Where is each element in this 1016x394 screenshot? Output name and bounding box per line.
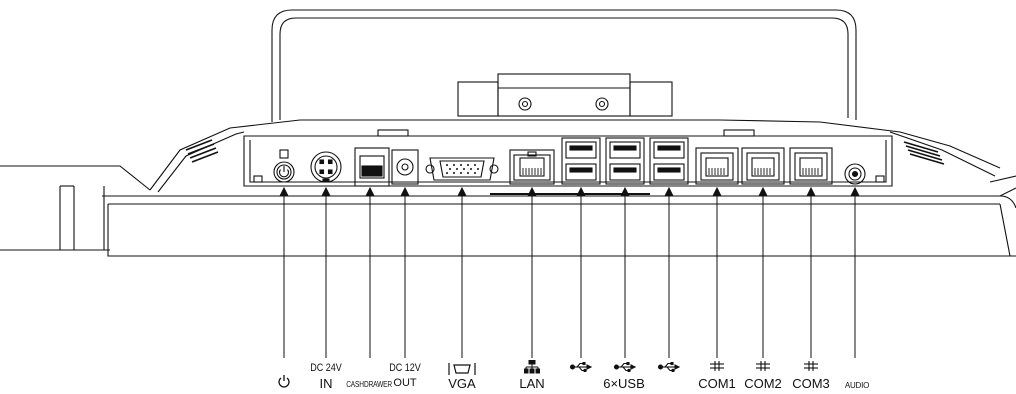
leader-lines — [279, 186, 860, 358]
audio-label: AUDIO — [844, 381, 870, 390]
cash-drawer-port[interactable] — [354, 147, 390, 187]
dc-out-label-line2: OUT — [393, 377, 417, 389]
serial-icon — [803, 360, 819, 372]
base-top — [149, 119, 1001, 193]
com3-label: COM3 — [792, 376, 830, 391]
serial-icon — [755, 360, 771, 372]
vga-icon — [447, 362, 477, 376]
usb-label: 6×USB — [603, 376, 645, 391]
power-icon — [277, 374, 291, 388]
dc-in-port[interactable] — [310, 151, 342, 183]
stand-bracket — [457, 73, 673, 117]
vga-label: VGA — [448, 376, 476, 391]
power-button[interactable] — [273, 149, 295, 183]
usb-port-stack-3[interactable] — [649, 137, 689, 185]
usb-icon — [570, 362, 592, 372]
lan-port[interactable] — [509, 149, 555, 185]
vga-port[interactable] — [425, 157, 499, 181]
com2-port[interactable] — [741, 147, 785, 185]
com1-label: COM1 — [698, 376, 736, 391]
usb-icon — [658, 362, 680, 372]
com1-port[interactable] — [695, 147, 739, 185]
lan-icon — [524, 360, 540, 374]
serial-icon — [709, 360, 725, 372]
dc-out-port[interactable] — [391, 149, 419, 185]
lan-label: LAN — [519, 376, 545, 391]
dc-in-label-line1: DC 24V — [310, 362, 342, 374]
com3-port[interactable] — [789, 147, 833, 185]
usb-port-stack-2[interactable] — [605, 137, 645, 185]
usb-icon — [614, 362, 636, 372]
usb-port-stack-1[interactable] — [561, 137, 601, 185]
dc-out-label-line1: DC 12V — [389, 362, 421, 374]
cash-label: CASH — [346, 380, 364, 389]
monitor-housing — [271, 9, 857, 122]
drawer-label: DRAWER — [364, 380, 392, 389]
audio-jack[interactable] — [844, 163, 866, 185]
com2-label: COM2 — [744, 376, 782, 391]
dc-in-label-line2: IN — [319, 376, 333, 391]
